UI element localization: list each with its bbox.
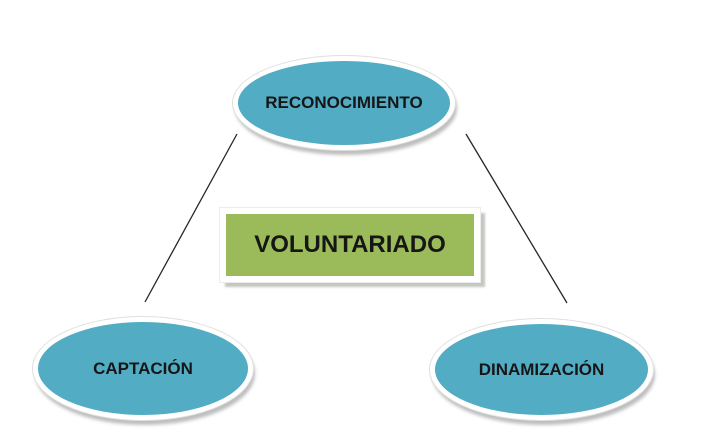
node-voluntariado-label: VOLUNTARIADO xyxy=(254,231,446,258)
node-dinamizacion: DINAMIZACIÓN xyxy=(430,319,653,420)
node-captacion-label: CAPTACIÓN xyxy=(93,358,193,378)
node-captacion: CAPTACIÓN xyxy=(33,317,253,420)
connector-reconocimiento-captacion xyxy=(144,133,238,303)
node-dinamizacion-label: DINAMIZACIÓN xyxy=(478,359,605,379)
node-reconocimiento: RECONOCIMIENTO xyxy=(233,56,455,150)
connector-reconocimiento-dinamizacion xyxy=(465,133,568,304)
node-reconocimiento-label: RECONOCIMIENTO xyxy=(265,93,423,112)
node-voluntariado: VOLUNTARIADO xyxy=(220,208,480,282)
